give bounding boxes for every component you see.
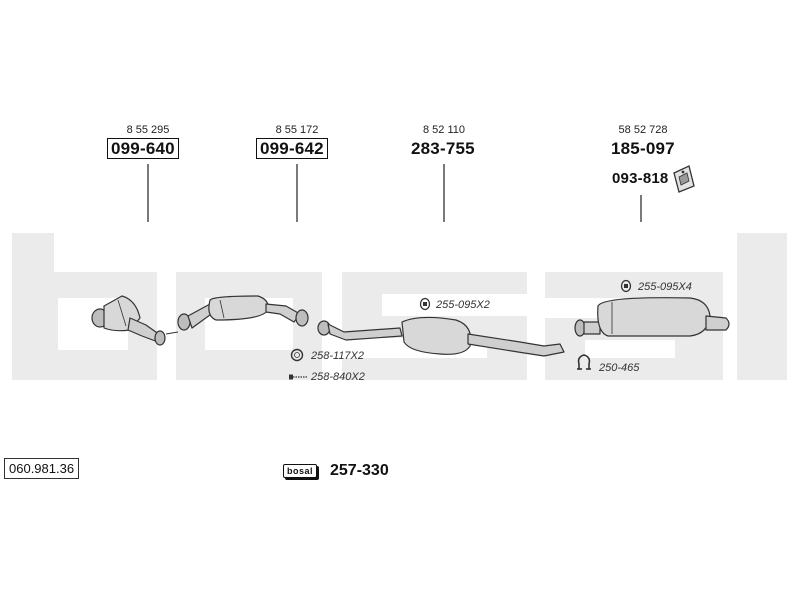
- part-number-label[interactable]: 099-640: [107, 138, 179, 159]
- oe-reference: 8 52 110: [422, 124, 465, 136]
- mounting-bracket-icon: [673, 165, 695, 193]
- part-number-label[interactable]: 283-755: [411, 139, 475, 158]
- accessory-code[interactable]: 255-095X2: [436, 299, 490, 311]
- oe-reference: 8 55 172: [275, 124, 319, 136]
- oe-reference: 8 55 295: [126, 124, 170, 136]
- gasket-ring-icon: [290, 348, 304, 362]
- catalytic-converter-rear: [177, 295, 309, 331]
- accessory-code[interactable]: 258-840X2: [311, 371, 365, 383]
- accessory-code[interactable]: 255-095X4: [638, 281, 692, 293]
- rubber-hanger-icon: [577, 354, 591, 370]
- clamp-icon: [419, 297, 431, 311]
- accessory-code[interactable]: 250-465: [599, 362, 640, 374]
- diagram-code: 060.981.36: [4, 458, 80, 479]
- mounting-part-number[interactable]: 093-818: [612, 170, 669, 187]
- middle-silencer: [317, 316, 565, 357]
- part-number-label[interactable]: 099-642: [256, 138, 328, 159]
- part-number-label[interactable]: 185-097: [611, 139, 675, 158]
- rear-silencer: [574, 297, 730, 337]
- catalytic-converter-front: [91, 295, 179, 346]
- bosal-kit-badge: bosal: [283, 464, 318, 478]
- oe-reference: 58 52 728: [618, 124, 668, 136]
- kit-number[interactable]: 257-330: [330, 462, 389, 479]
- accessory-code[interactable]: 258-117X2: [311, 350, 365, 362]
- bolt-icon: [289, 374, 307, 380]
- clamp-icon: [620, 279, 632, 293]
